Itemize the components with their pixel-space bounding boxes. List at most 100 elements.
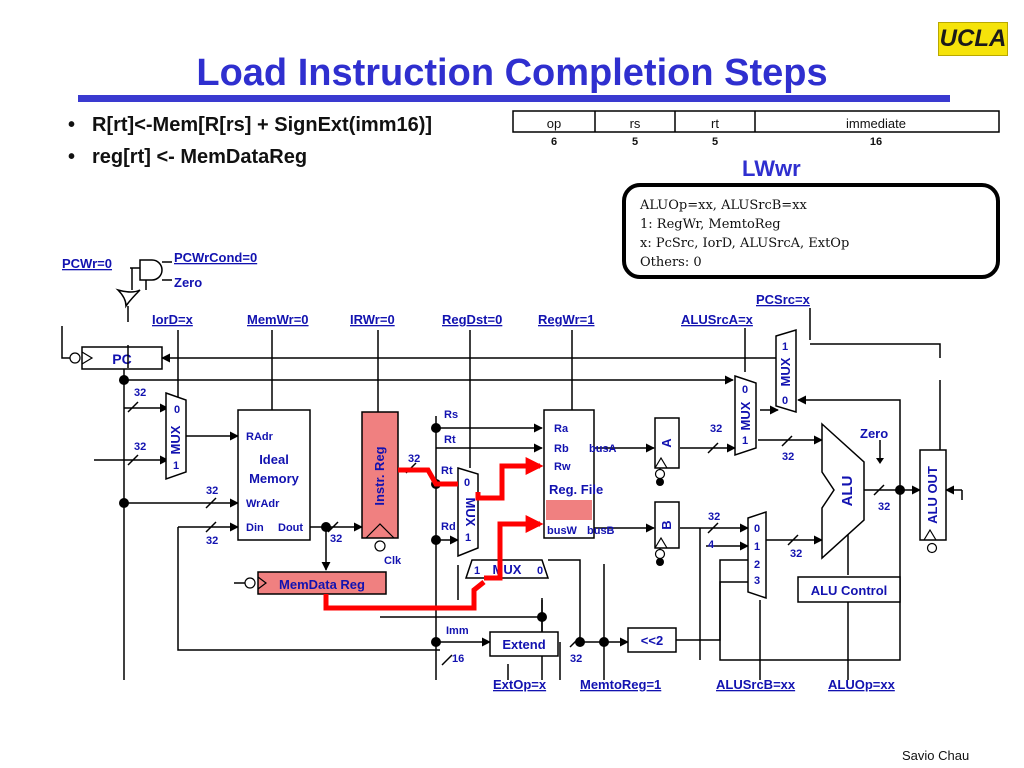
svg-text:32: 32 (408, 453, 420, 465)
state-line-2: 1: RegWr, MemtoReg (640, 217, 781, 232)
svg-text:RAdr: RAdr (246, 431, 274, 443)
pc-label: PC (112, 351, 131, 367)
mux-regdst: 0 MUX 1 (457, 466, 479, 558)
svg-text:32: 32 (330, 533, 342, 545)
svg-text:32: 32 (782, 451, 794, 463)
svg-text:Rw: Rw (554, 461, 571, 473)
svg-text:MUX: MUX (738, 401, 753, 430)
state-line-4: Others: 0 (640, 255, 702, 270)
pc-register: PC (61, 326, 163, 370)
format-width-rt: 5 (712, 136, 718, 148)
svg-text:Dout: Dout (278, 522, 303, 534)
svg-text:1: 1 (474, 565, 480, 577)
instruction-format-table: op rs rt immediate 6 5 5 16 (512, 110, 1000, 148)
rs-field-label: Rs (444, 409, 458, 421)
svg-text:0: 0 (174, 404, 180, 416)
active-path-highlight (323, 457, 544, 611)
svg-text:32: 32 (710, 423, 722, 435)
imm-field-label: Imm (446, 625, 469, 637)
svg-text:32: 32 (206, 535, 218, 547)
datapath-wiring (94, 308, 963, 680)
bus-width-marks: 32 32 32 32 32 32 32 32 4 32 32 32 16 32 (127, 387, 890, 666)
svg-text:Ideal: Ideal (259, 452, 289, 467)
svg-text:1: 1 (465, 532, 471, 544)
mux-alusrcb: 0 1 2 3 (747, 510, 767, 600)
pcsrc-label: PCSrc=x (756, 292, 811, 307)
mux-iord: 0 MUX 1 (165, 391, 187, 481)
format-width-rs: 5 (632, 136, 638, 148)
format-width-immediate: 16 (870, 136, 882, 148)
aluop-label: ALUOp=xx (828, 677, 896, 692)
bullet-list: R[rt]<-Mem[R[rs] + SignExt(imm16)] reg[r… (68, 112, 432, 176)
ideal-memory: RAdr Ideal Memory WrAdr Din Dout (237, 409, 311, 541)
svg-text:MUX: MUX (493, 562, 522, 577)
svg-text:32: 32 (570, 653, 582, 665)
alusrca-label: ALUSrcA=x (681, 312, 754, 327)
rt-mux-label: Rt (441, 465, 453, 477)
svg-text:32: 32 (790, 548, 802, 560)
alusrcb-label: ALUSrcB=xx (716, 677, 796, 692)
svg-text:MUX: MUX (778, 357, 793, 386)
pcwrcond-label: PCWrCond=0 (174, 250, 257, 265)
svg-text:Ra: Ra (554, 423, 569, 435)
pcwr-label: PCWr=0 (62, 256, 112, 271)
alu-out-register: ALU OUT (919, 449, 947, 554)
format-field-rt: rt (711, 116, 719, 131)
state-box (622, 183, 1000, 279)
svg-text:Memory: Memory (249, 471, 300, 486)
format-field-immediate: immediate (846, 116, 906, 131)
svg-text:Zero: Zero (860, 426, 888, 441)
svg-text:busW: busW (547, 525, 578, 537)
svg-text:4: 4 (708, 539, 715, 551)
slide-title: Load Instruction Completion Steps (196, 52, 828, 94)
svg-text:MemData Reg: MemData Reg (279, 577, 365, 592)
alu: ALU Zero (821, 422, 888, 560)
irwr-label: IRWr=0 (350, 312, 395, 327)
svg-text:3: 3 (754, 575, 760, 587)
svg-text:1: 1 (782, 341, 788, 353)
svg-text:busB: busB (587, 525, 615, 537)
svg-text:0: 0 (537, 565, 543, 577)
rd-field-label: Rd (441, 521, 456, 533)
svg-text:0: 0 (754, 523, 760, 535)
svg-text:busA: busA (589, 443, 617, 455)
svg-text:0: 0 (782, 395, 788, 407)
iord-label: IorD=x (152, 312, 194, 327)
author-credit: Savio Chau (902, 748, 970, 763)
svg-text:32: 32 (134, 441, 146, 453)
memtoreg-label: MemtoReg=1 (580, 677, 661, 692)
mux-memtoreg: 1 MUX 0 (464, 559, 550, 579)
zero-input-label: Zero (174, 275, 202, 290)
svg-text:B: B (659, 520, 674, 529)
svg-text:ALU: ALU (839, 476, 856, 507)
format-field-rs: rs (630, 116, 641, 131)
svg-text:Rb: Rb (554, 443, 569, 455)
svg-text:WrAdr: WrAdr (246, 498, 280, 510)
svg-text:32: 32 (206, 485, 218, 497)
register-file: Ra Rb Rw busA Reg. File busW busB (543, 409, 617, 539)
svg-text:32: 32 (708, 511, 720, 523)
format-width-op: 6 (551, 136, 557, 148)
svg-text:32: 32 (878, 501, 890, 513)
extop-label: ExtOp=x (493, 677, 547, 692)
shift-left-2-unit: <<2 (627, 627, 677, 653)
svg-text:Din: Din (246, 522, 264, 534)
bullet-rtl-writeback: reg[rt] <- MemDataReg (68, 144, 432, 176)
instruction-register: Instr. Reg Clk (361, 411, 402, 567)
svg-text:Extend: Extend (502, 637, 545, 652)
state-line-3: x: PcSrc, IorD, ALUSrcA, ExtOp (640, 236, 849, 251)
format-field-op: op (547, 116, 561, 131)
state-name: LWwr (742, 156, 801, 181)
svg-text:Reg. File: Reg. File (549, 482, 603, 497)
junction-dots (119, 375, 905, 647)
svg-text:0: 0 (742, 384, 748, 396)
memwr-label: MemWr=0 (247, 312, 309, 327)
bullet-rtl-load: R[rt]<-Mem[R[rs] + SignExt(imm16)] (68, 112, 432, 144)
title-underline (78, 95, 950, 102)
register-a: A (654, 417, 680, 480)
state-line-1: ALUOp=xx, ALUSrcB=xx (639, 198, 808, 213)
memdata-register: MemData Reg (234, 571, 387, 595)
svg-text:1: 1 (173, 460, 179, 472)
register-b: B (654, 501, 680, 560)
